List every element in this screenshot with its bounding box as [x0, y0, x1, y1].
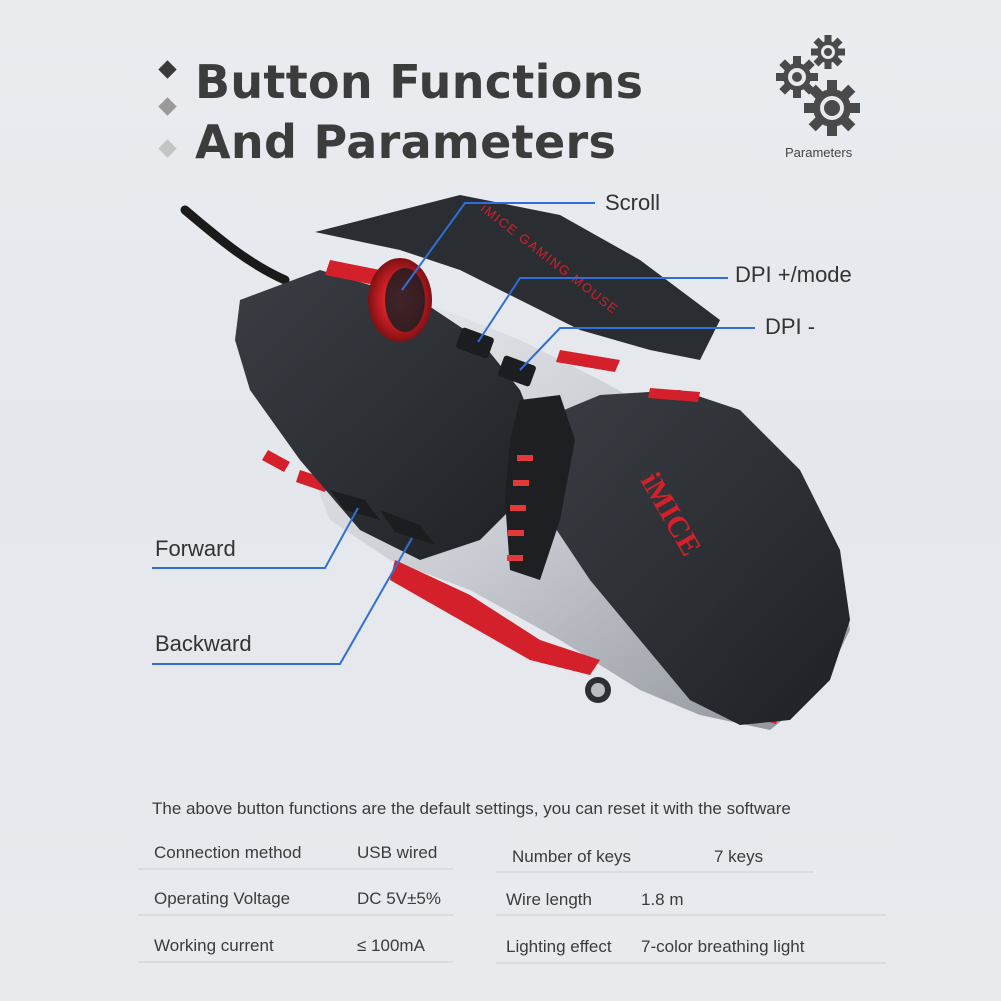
- parameters-caption: Parameters: [785, 145, 853, 160]
- spec-divider: [138, 868, 453, 870]
- spec-divider: [496, 962, 886, 964]
- mouse-top-plate: [315, 195, 720, 360]
- mouse-shell-right: [530, 390, 850, 725]
- spec-label-wire: Wire length: [506, 890, 592, 909]
- dpi-plus-button: [456, 327, 494, 359]
- spec-divider: [496, 871, 814, 873]
- default-settings-note: The above button functions are the defau…: [152, 799, 791, 818]
- page-title-line-1: Button Functions: [195, 55, 644, 109]
- spec-label-voltage: Operating Voltage: [154, 889, 291, 908]
- callout-backward: Backward: [155, 631, 252, 656]
- spec-divider: [138, 914, 453, 916]
- callout-dpi-plus-mode: DPI +/mode: [735, 262, 852, 287]
- callout-line-forward: [152, 507, 359, 569]
- spec-value-connection: USB wired: [357, 843, 438, 862]
- forward-button: [330, 490, 380, 520]
- callout-line-dpi-plus: [477, 277, 728, 343]
- backward-button: [380, 510, 435, 545]
- cable: [180, 205, 290, 285]
- spec-label-lighting: Lighting effect: [506, 937, 612, 956]
- callout-line-scroll: [401, 202, 595, 291]
- callout-scroll: Scroll: [605, 190, 661, 215]
- spec-divider: [138, 961, 453, 963]
- spec-label-connection: Connection method: [154, 843, 302, 862]
- callout-dpi-minus: DPI -: [765, 314, 816, 339]
- spec-value-keys: 7 keys: [714, 847, 764, 866]
- spec-divider: [496, 914, 886, 916]
- page-title-line-2: And Parameters: [195, 115, 617, 169]
- spec-value-voltage: DC 5V±5%: [357, 889, 441, 908]
- callout-forward: Forward: [155, 536, 236, 561]
- spec-value-lighting: 7-color breathing light: [641, 937, 805, 956]
- spec-value-current: ≤ 100mA: [357, 936, 425, 955]
- spec-value-wire: 1.8 m: [641, 890, 684, 909]
- gears-icon: [776, 35, 860, 136]
- spec-label-current: Working current: [154, 936, 274, 955]
- callout-lines: [152, 202, 755, 665]
- callout-line-dpi-minus: [519, 327, 755, 371]
- callout-line-backward: [152, 537, 413, 665]
- spec-label-keys: Number of keys: [512, 847, 632, 866]
